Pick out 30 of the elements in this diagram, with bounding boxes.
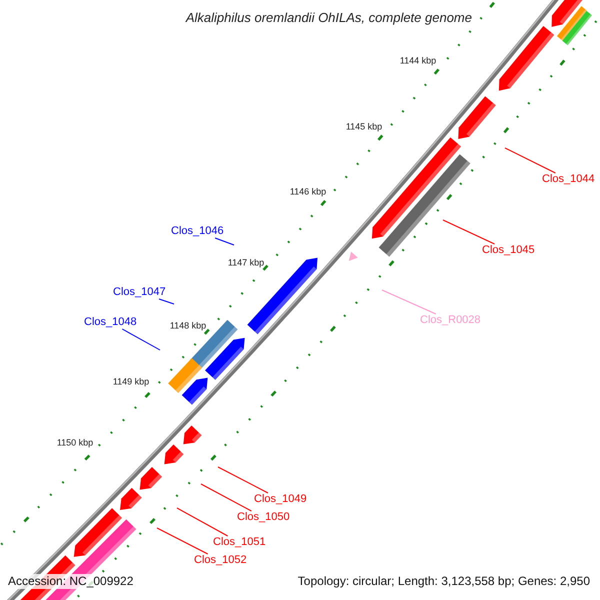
leader-line xyxy=(218,466,268,494)
leader-line xyxy=(382,290,436,314)
gene-label: Clos_1050 xyxy=(237,511,290,524)
tick-label: 1145 kbp xyxy=(346,122,382,132)
gene-label: Clos_1048 xyxy=(84,316,137,329)
gene-label: Clos_1045 xyxy=(482,244,535,257)
leader-line xyxy=(156,528,208,554)
tick-label: 1149 kbp xyxy=(112,376,150,388)
leader-line xyxy=(214,238,234,246)
leader-line xyxy=(122,328,160,350)
leader-line xyxy=(504,148,556,174)
gene-label: Clos_1046 xyxy=(171,225,224,238)
gene-label: Clos_1051 xyxy=(213,536,266,549)
gene-label: Clos_1044 xyxy=(542,173,595,186)
leader-line xyxy=(200,484,252,512)
tick-label: 1146 kbp xyxy=(290,186,326,198)
leader-line xyxy=(442,220,496,244)
tick-label: 1147 kbp xyxy=(228,258,264,268)
genome-stats-text: Topology: circular; Length: 3,123,558 bp; Genes: 2,950 xyxy=(296,574,592,589)
accession-text: Accession: NC_009922 xyxy=(6,574,136,589)
gene-label: Clos_1047 xyxy=(113,286,166,299)
gene-label: Clos_1052 xyxy=(194,554,247,567)
leader-line xyxy=(158,298,174,304)
tick-label: 1148 kbp xyxy=(170,320,206,332)
leader-line xyxy=(176,508,228,536)
tick-label: 1144 kbp xyxy=(400,56,436,66)
tick-label: 1150 kbp xyxy=(56,438,94,448)
gene-label: Clos_R0028 xyxy=(420,314,481,327)
gene-label: Clos_1049 xyxy=(254,493,307,506)
genome-title: Alkaliphilus oremlandii OhILAs, complete genome xyxy=(186,10,472,26)
